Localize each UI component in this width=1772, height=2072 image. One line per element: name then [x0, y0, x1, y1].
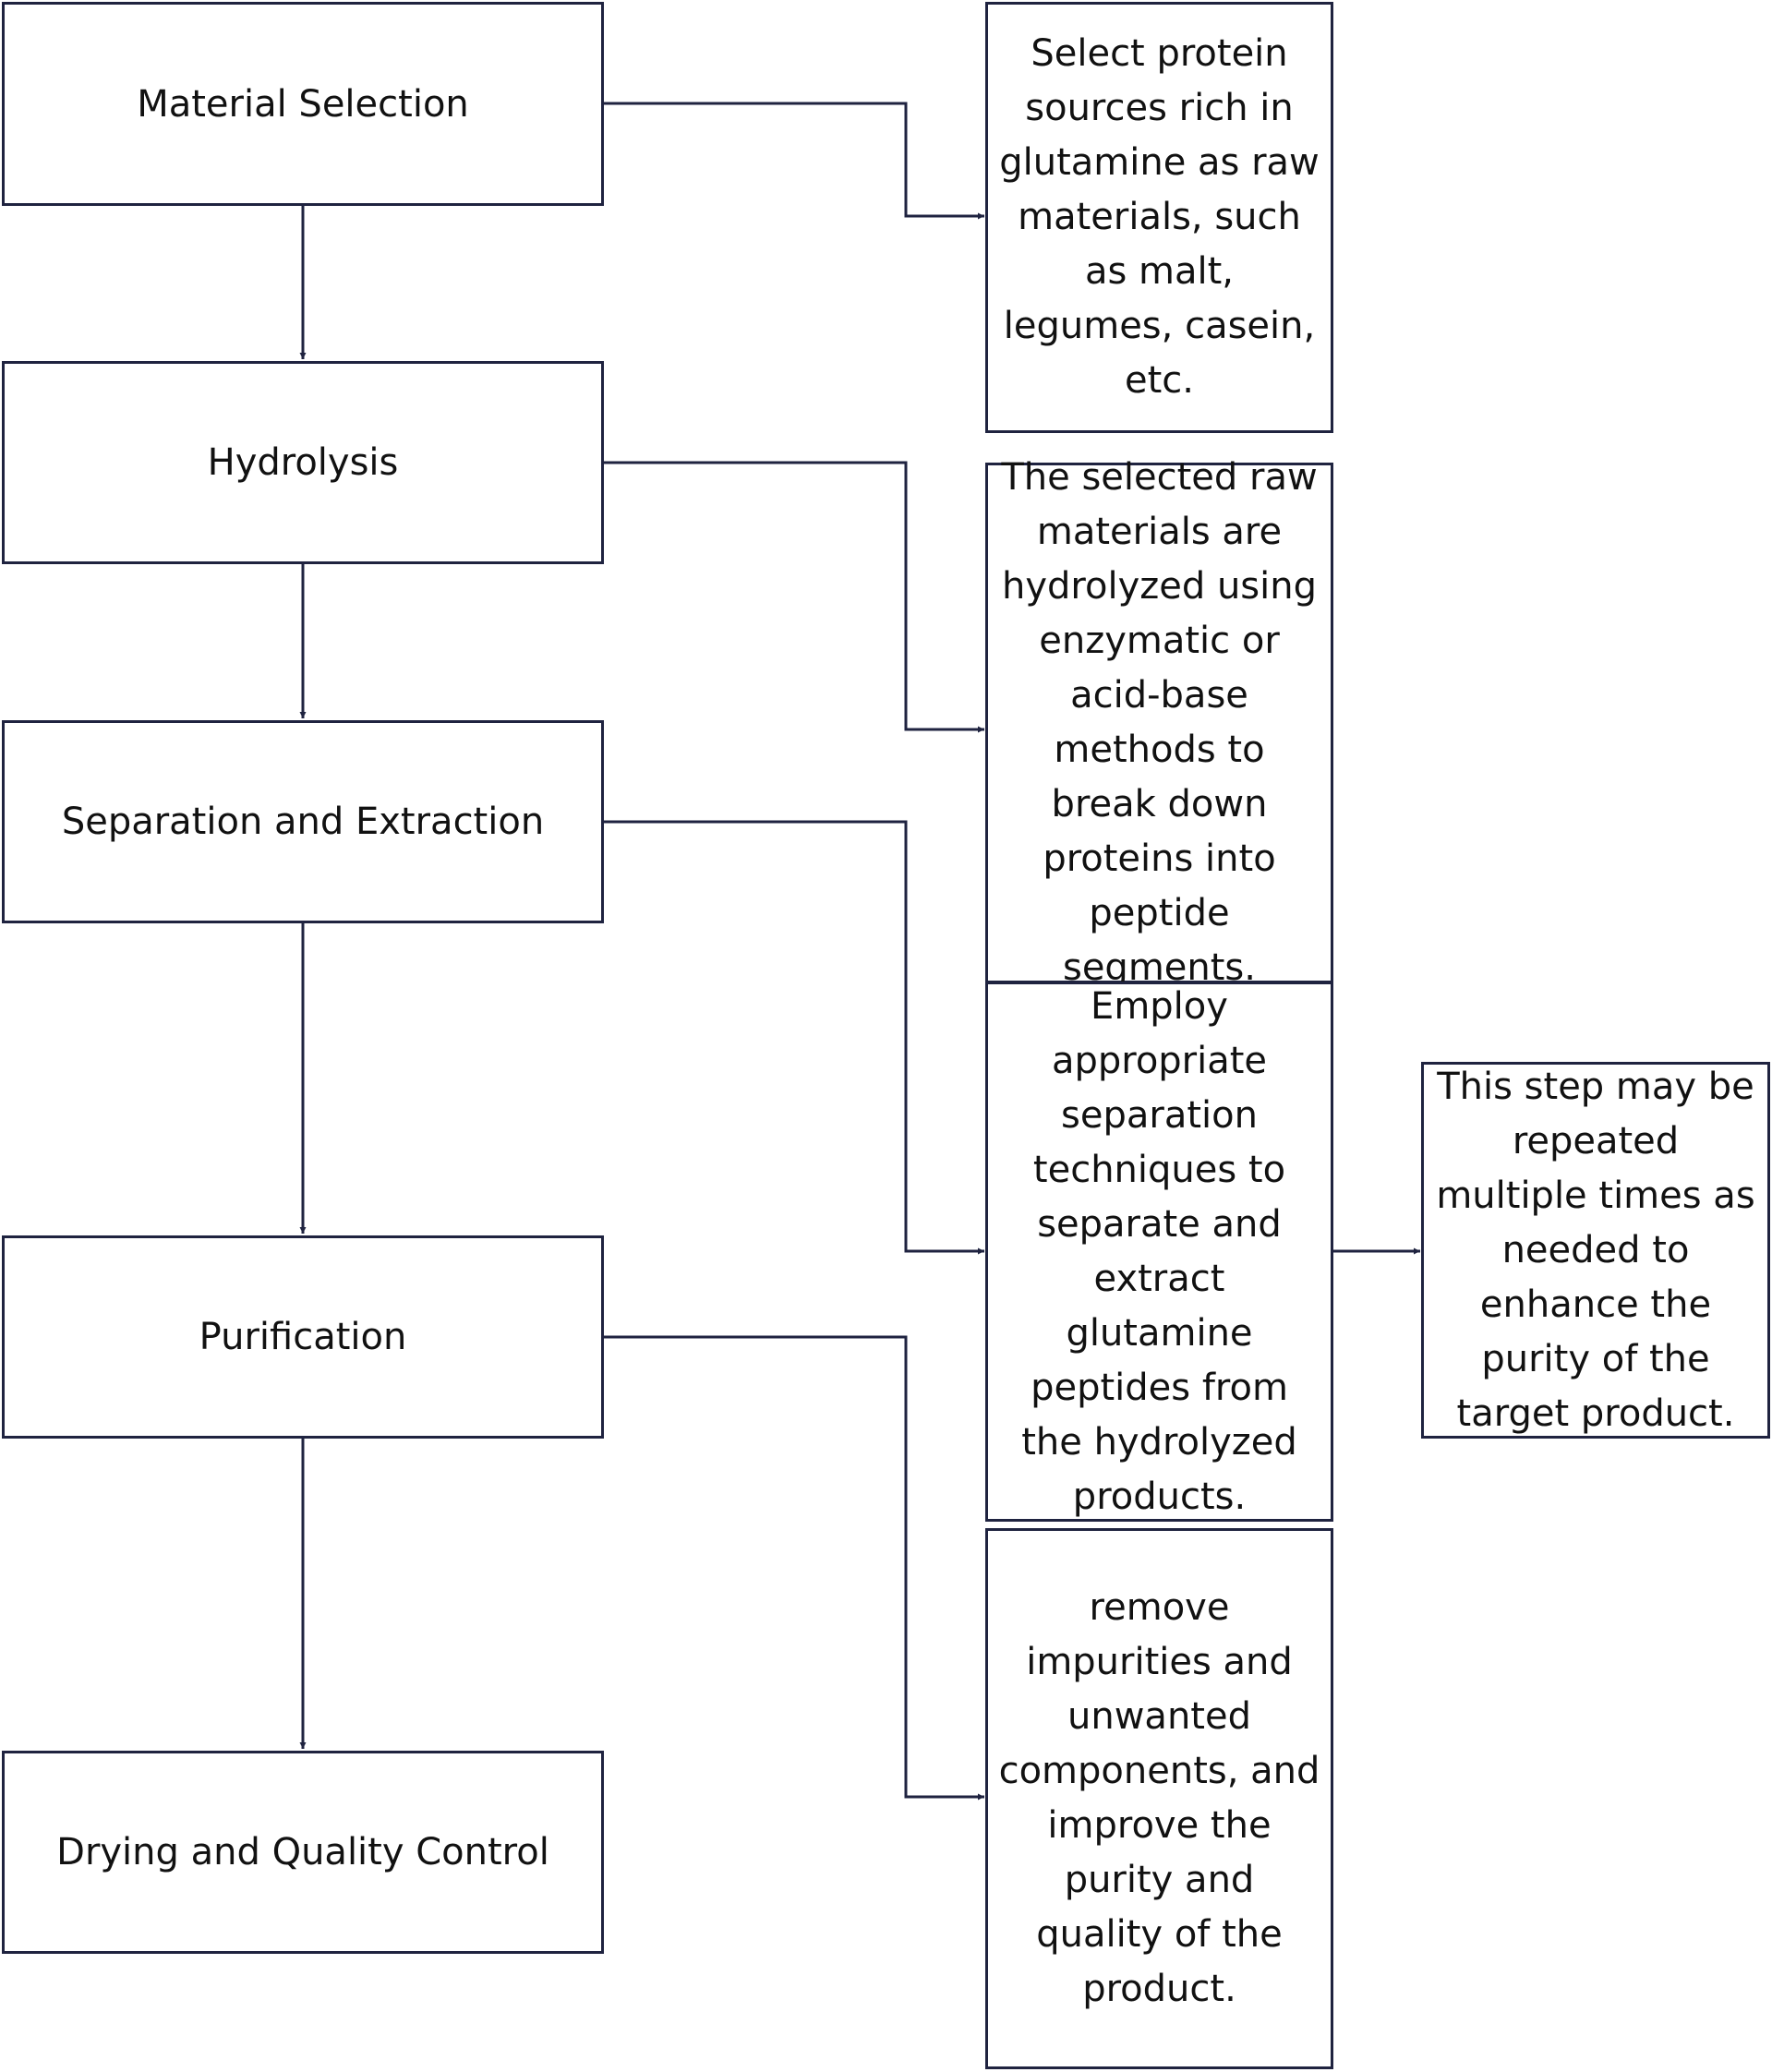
arrow-hydrolysis-to-note	[603, 461, 984, 733]
step-purification-label: Purification	[199, 1316, 407, 1358]
note-separation-and-extraction: Employ appropriate separation techniques…	[985, 982, 1333, 1522]
step-hydrolysis-label: Hydrolysis	[207, 441, 399, 484]
side-note-repeat-step: This step may be repeated multiple times…	[1421, 1062, 1770, 1439]
step-material-selection: Material Selection	[2, 2, 604, 206]
step-separation-and-extraction-label: Separation and Extraction	[61, 801, 545, 843]
step-material-selection-label: Material Selection	[137, 82, 469, 126]
note-material-selection: Select protein sources rich in glutamine…	[985, 2, 1333, 433]
note-material-selection-text: Select protein sources rich in glutamine…	[999, 32, 1320, 402]
step-hydrolysis: Hydrolysis	[2, 361, 604, 564]
note-separation-and-extraction-text: Employ appropriate separation techniques…	[1021, 984, 1297, 1518]
note-hydrolysis: The selected raw materials are hydrolyze…	[985, 456, 1333, 989]
step-drying-and-quality-control: Drying and Quality Control	[2, 1751, 604, 1954]
arrow-purification-to-note	[603, 1335, 984, 1801]
arrow-material-selection-to-note	[603, 102, 984, 220]
step-separation-and-extraction: Separation and Extraction	[2, 720, 604, 923]
note-hydrolysis-text: The selected raw materials are hydrolyze…	[1001, 456, 1318, 989]
arrow-separation-to-note	[603, 820, 984, 1255]
side-note-repeat-step-text: This step may be repeated multiple times…	[1436, 1065, 1755, 1435]
step-drying-and-quality-control-label: Drying and Quality Control	[56, 1831, 549, 1873]
note-purification: remove impurities and unwanted component…	[985, 1528, 1333, 2069]
step-purification: Purification	[2, 1235, 604, 1439]
note-purification-text: remove impurities and unwanted component…	[998, 1586, 1320, 2010]
